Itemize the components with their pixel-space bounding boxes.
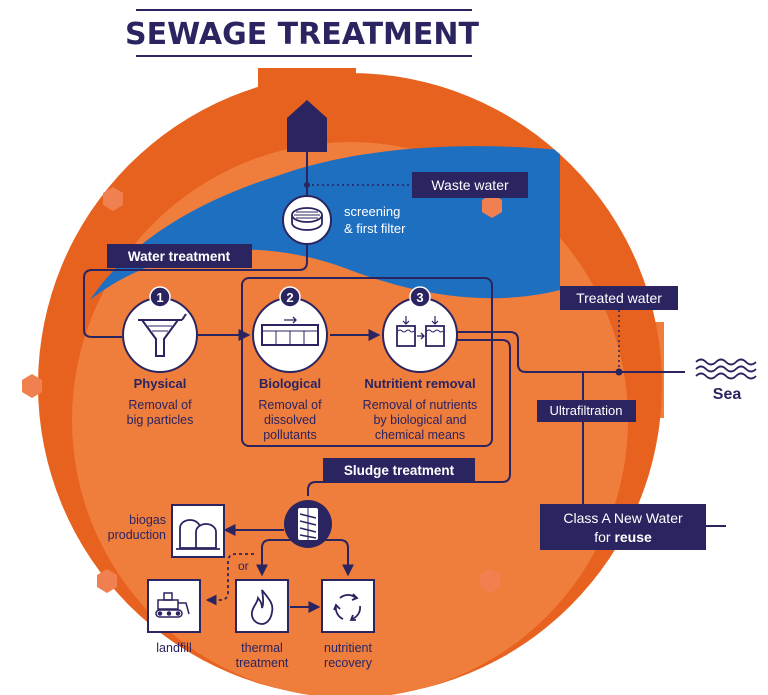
sludge-treatment-label: Sludge treatment [344, 463, 455, 478]
step-2-number: 2 [286, 290, 293, 305]
step-2-desc-1: Removal of [258, 398, 322, 412]
screening-filter [282, 195, 332, 245]
nutrient-recovery-option: nutritient recovery [321, 579, 375, 670]
recovery-label-2: recovery [324, 656, 373, 670]
sludge-treatment-box [323, 458, 475, 482]
centrifuge-icon [284, 500, 332, 548]
step-1-number: 1 [156, 290, 163, 305]
funnel-icon [138, 313, 187, 357]
thermal-label-2: treatment [236, 656, 289, 670]
step-2-desc-2: dissolved [264, 413, 316, 427]
class-a-water-box [540, 504, 706, 550]
or-label: or [238, 559, 249, 573]
step-3-number: 3 [416, 290, 423, 305]
screening-label-2: & first filter [344, 221, 406, 236]
water-treatment-box [107, 244, 252, 268]
water-treatment-label: Water treatment [128, 249, 231, 264]
step-1-desc-1: Removal of [128, 398, 192, 412]
gas-tanks-icon [176, 519, 220, 550]
class-a-for: for [594, 529, 614, 545]
step-physical: 1 Physical Removal of big particles [122, 286, 198, 427]
recycle-icon [333, 593, 361, 621]
biogas-label-1: biogas [129, 513, 166, 527]
waste-water-box [412, 172, 528, 198]
flame-icon [250, 589, 274, 625]
treated-water-box [560, 286, 678, 310]
tanks-icon [396, 316, 445, 347]
waste-water-label: Waste water [431, 177, 509, 193]
biogas-production: biogas production [108, 504, 225, 558]
step-nutrient-removal: 3 Nutritient removal Removal of nutrient… [363, 286, 478, 442]
biological-chemical-group [241, 277, 493, 447]
class-a-label-2: for reuse [594, 529, 652, 545]
step-1-title: Physical [134, 376, 187, 391]
title-block: SEWAGE TREATMENT [125, 9, 480, 57]
step-3-desc-2: by biological and [373, 413, 466, 427]
recovery-label-1: nutritient [324, 641, 372, 655]
class-a-reuse: reuse [614, 529, 652, 545]
landfill-label: landfill [156, 641, 191, 655]
page-title: SEWAGE TREATMENT [125, 17, 479, 52]
thermal-treatment-option: thermal treatment [235, 579, 289, 670]
screening-label-1: screening [344, 204, 400, 219]
ultrafiltration-label: Ultrafiltration [550, 403, 623, 418]
step-biological: 2 Biological Removal of dissolved pollut… [252, 286, 328, 442]
step-3-desc-3: chemical means [375, 428, 465, 442]
waves-icon [695, 358, 757, 380]
tank-icon [261, 316, 319, 346]
ultrafiltration-box [537, 400, 636, 422]
landfill-option: landfill [147, 579, 201, 655]
thermal-label-1: thermal [241, 641, 283, 655]
tank-bolts [22, 187, 502, 593]
step-3-desc-1: Removal of nutrients [363, 398, 478, 412]
biogas-label-2: production [108, 528, 166, 542]
sea-label: Sea [713, 386, 742, 403]
treated-water-label: Treated water [576, 290, 662, 306]
step-3-title: Nutritient removal [364, 376, 475, 391]
bulldozer-icon [155, 592, 190, 618]
step-1-desc-2: big particles [127, 413, 194, 427]
house-icon [287, 100, 327, 152]
step-2-title: Biological [259, 376, 321, 391]
step-2-desc-3: pollutants [263, 428, 317, 442]
class-a-label-1: Class A New Water [563, 510, 683, 526]
